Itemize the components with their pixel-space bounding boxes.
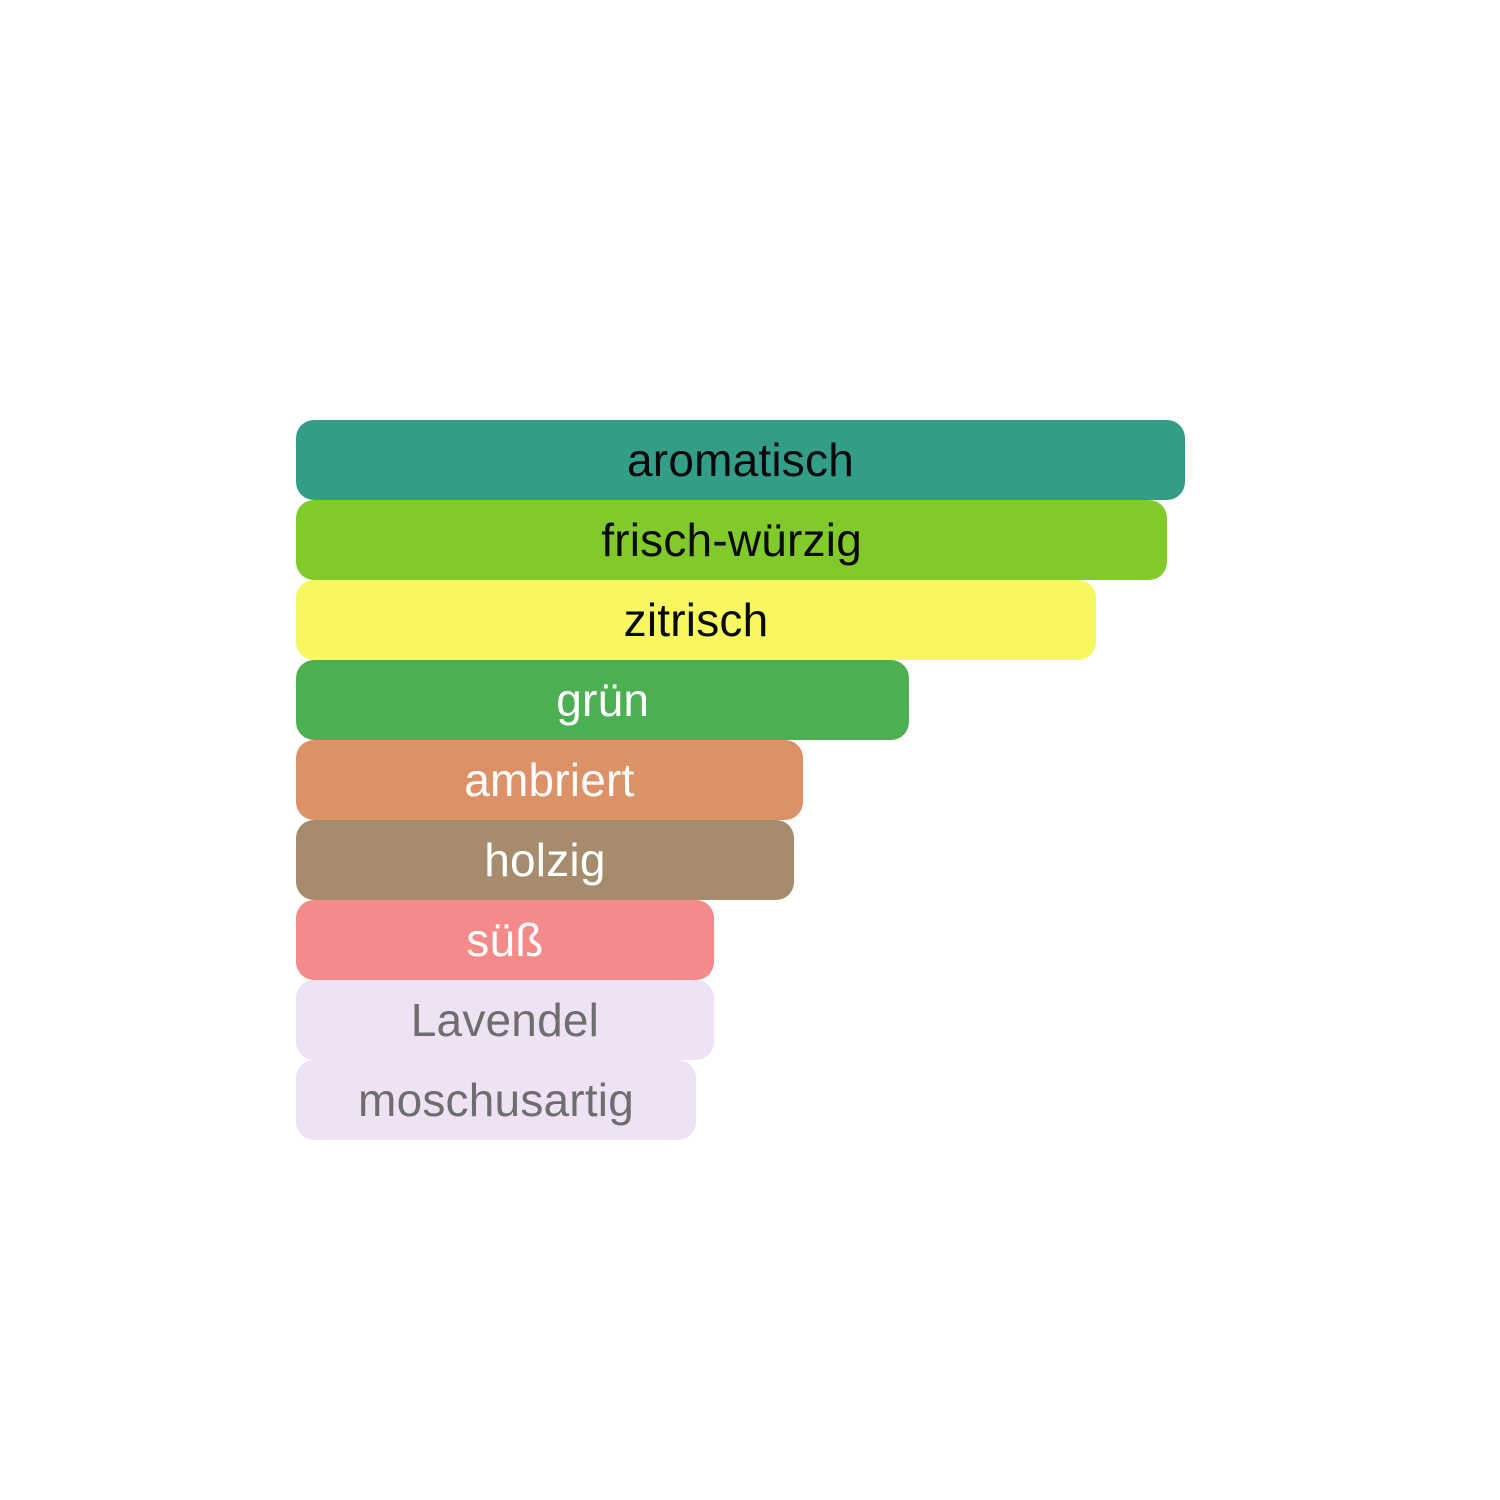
bar-chart-plot-area: aromatisch frisch-würzig zitrisch grün ambri… bbox=[296, 420, 1196, 1140]
bar-1[interactable]: aromatisch bbox=[296, 420, 1185, 500]
bar-6[interactable]: holzig bbox=[296, 820, 794, 900]
bar-row: holzig bbox=[296, 820, 1196, 900]
bar-label: Lavendel bbox=[410, 994, 600, 1046]
bar-3[interactable]: zitrisch bbox=[296, 580, 1097, 660]
bar-row: ambriert bbox=[296, 740, 1196, 820]
bar-9[interactable]: moschusartig bbox=[296, 1060, 697, 1140]
bar-8[interactable]: Lavendel bbox=[296, 980, 714, 1060]
bar-row: frisch-würzig bbox=[296, 500, 1196, 580]
bar-row: moschusartig bbox=[296, 1060, 1196, 1140]
bar-label: moschusartig bbox=[358, 1074, 634, 1126]
bar-label: holzig bbox=[484, 834, 606, 886]
bar-row: grün bbox=[296, 660, 1196, 740]
bar-label: frisch-würzig bbox=[601, 514, 862, 566]
bar-4[interactable]: grün bbox=[296, 660, 910, 740]
bar-row: aromatisch bbox=[296, 420, 1196, 500]
bar-2[interactable]: frisch-würzig bbox=[296, 500, 1168, 580]
bar-row: zitrisch bbox=[296, 580, 1196, 660]
bar-label: zitrisch bbox=[623, 594, 769, 646]
bar-7[interactable]: süß bbox=[296, 900, 714, 980]
bar-5[interactable]: ambriert bbox=[296, 740, 803, 820]
bar-label: aromatisch bbox=[627, 434, 854, 486]
bar-label: ambriert bbox=[464, 754, 635, 806]
bar-label: süß bbox=[466, 914, 544, 966]
bar-row: süß bbox=[296, 900, 1196, 980]
bar-label: grün bbox=[556, 674, 650, 726]
bar-row: Lavendel bbox=[296, 980, 1196, 1060]
